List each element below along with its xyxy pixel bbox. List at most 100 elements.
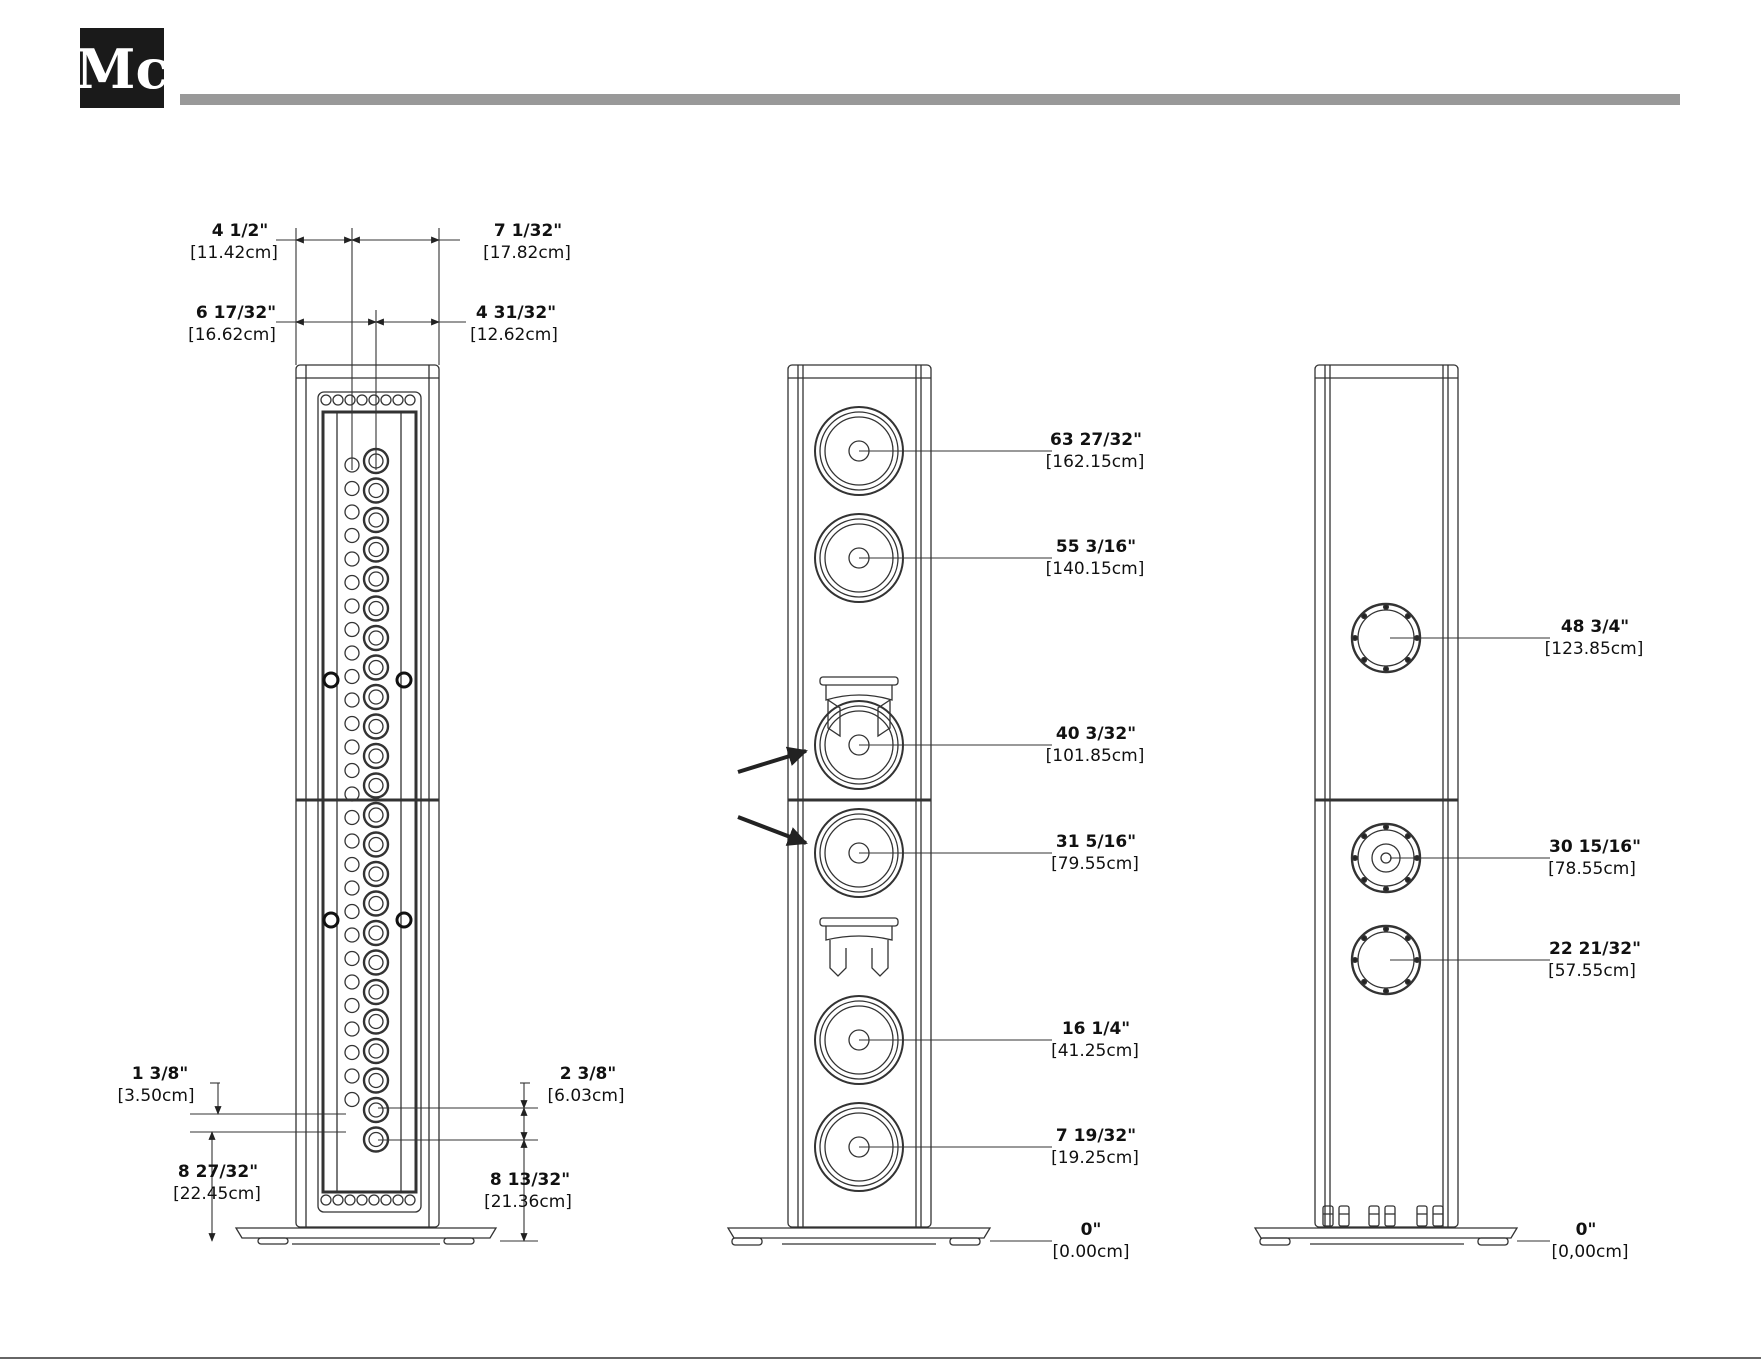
binding-post [1368,1205,1380,1227]
side-dimension-labels: 63 27/32" [162.15cm] 55 3/16" [140.15cm]… [1046,430,1145,1262]
large-tweeter [362,890,390,917]
dim-mid-left-cm: [16.62cm] [188,325,276,345]
dim-bottom-left-lower-cm: [22.45cm] [173,1184,261,1204]
large-tweeter-dome [368,1072,384,1089]
port-screw [1404,833,1411,840]
port-screw [1361,833,1368,840]
port-screw [1404,876,1411,883]
dim-mid-left-in: 6 17/32" [196,303,276,323]
small-tweeter [344,997,360,1014]
perforation [380,1194,392,1206]
dim-side-3-cm: [79.55cm] [1051,854,1139,874]
small-tweeter [344,480,360,497]
mounting-bosses [322,671,413,929]
tweeter-column-small [344,457,360,1108]
dim-top-right-cm: [17.82cm] [483,243,571,263]
side-cabinet [787,364,932,1228]
small-tweeter [344,739,360,755]
port-screw [1382,987,1390,995]
dim-top-right-in: 7 1/32" [494,221,562,241]
perforation [368,394,380,406]
binding-post [1384,1205,1396,1227]
large-tweeter-dome [368,718,384,735]
dim-side-2-cm: [101.85cm] [1046,746,1145,766]
dim-side-4-in: 16 1/4" [1062,1019,1130,1039]
port-screw [1382,885,1390,893]
large-tweeter-dome [368,866,384,882]
front-dimension-labels: 4 1/2" [11.42cm] 7 1/32" [17.82cm] 6 17/… [117,221,624,1212]
rear-dimension-lines [1390,637,1550,1242]
port-screw [1361,978,1368,985]
perforation [392,394,404,406]
small-tweeter [344,974,360,990]
front-view [234,364,498,1245]
dim-rear-2-cm: [57.55cm] [1548,961,1636,981]
dim-side-3-in: 31 5/16" [1056,832,1136,852]
grille-perforations-top [320,394,416,406]
side-base [726,1227,992,1239]
small-tweeter [344,762,360,779]
small-tweeter [344,1021,360,1037]
front-cabinet [295,364,440,1228]
large-tweeter-dome [368,777,384,794]
perforation [356,394,368,406]
large-tweeter-dome [368,512,384,528]
dim-side-5-in: 7 19/32" [1056,1126,1136,1146]
large-tweeter-dome [368,984,384,1000]
dim-rear-0-cm: [123.85cm] [1545,639,1644,659]
port-screw [1382,603,1390,611]
port-screw [1382,665,1390,673]
small-tweeter [344,1044,360,1061]
dim-rear-1-cm: [78.55cm] [1548,859,1636,879]
dim-side-6-cm: [0.00cm] [1052,1242,1129,1262]
port-screw [1361,656,1368,663]
front-base [234,1227,498,1239]
rear-view [1253,364,1519,1246]
large-tweeter [362,860,390,888]
binding-post [1416,1205,1428,1227]
binding-post [1432,1205,1444,1227]
mcintosh-logo [80,28,164,108]
header: Mc [76,28,1680,108]
handle-lower [819,917,899,977]
dim-side-2-in: 40 3/32" [1056,724,1136,744]
port-screw [1404,978,1411,985]
perforation [320,1194,332,1206]
small-tweeter [344,692,360,708]
large-tweeter [362,713,390,740]
large-tweeter-dome [368,1043,384,1059]
large-tweeter [362,536,390,563]
dim-rear-2-in: 22 21/32" [1549,939,1641,959]
large-tweeter [362,801,390,829]
small-tweeter [344,880,360,896]
perforation [380,394,392,406]
large-tweeter-dome [368,1102,384,1118]
large-tweeter [362,772,390,799]
port-screw [1351,634,1359,642]
perforation [368,1194,380,1206]
tweeter-column-large [362,447,390,1153]
rear-cabinet [1314,364,1459,1228]
dim-bottom-left-lower-in: 8 27/32" [178,1162,258,1182]
large-tweeter [362,742,390,770]
dim-side-0-in: 63 27/32" [1050,430,1142,450]
dim-side-1-cm: [140.15cm] [1046,559,1145,579]
small-tweeter [344,833,360,849]
perforation [404,1194,416,1206]
small-tweeter [344,856,360,873]
large-tweeter-dome [368,600,384,617]
small-tweeter [344,786,360,802]
dim-bottom-left-upper-cm: [3.50cm] [117,1086,194,1106]
small-tweeter [344,715,360,732]
small-tweeter [344,1068,360,1084]
small-tweeter [344,668,360,685]
handle-upper [819,676,899,738]
large-tweeter [362,978,390,1006]
dim-bottom-right-lower-in: 8 13/32" [490,1170,570,1190]
small-tweeter [344,645,360,661]
perforation [404,394,416,406]
perforation [320,394,332,406]
small-tweeter [344,598,360,614]
dim-mid-right-in: 4 31/32" [476,303,556,323]
